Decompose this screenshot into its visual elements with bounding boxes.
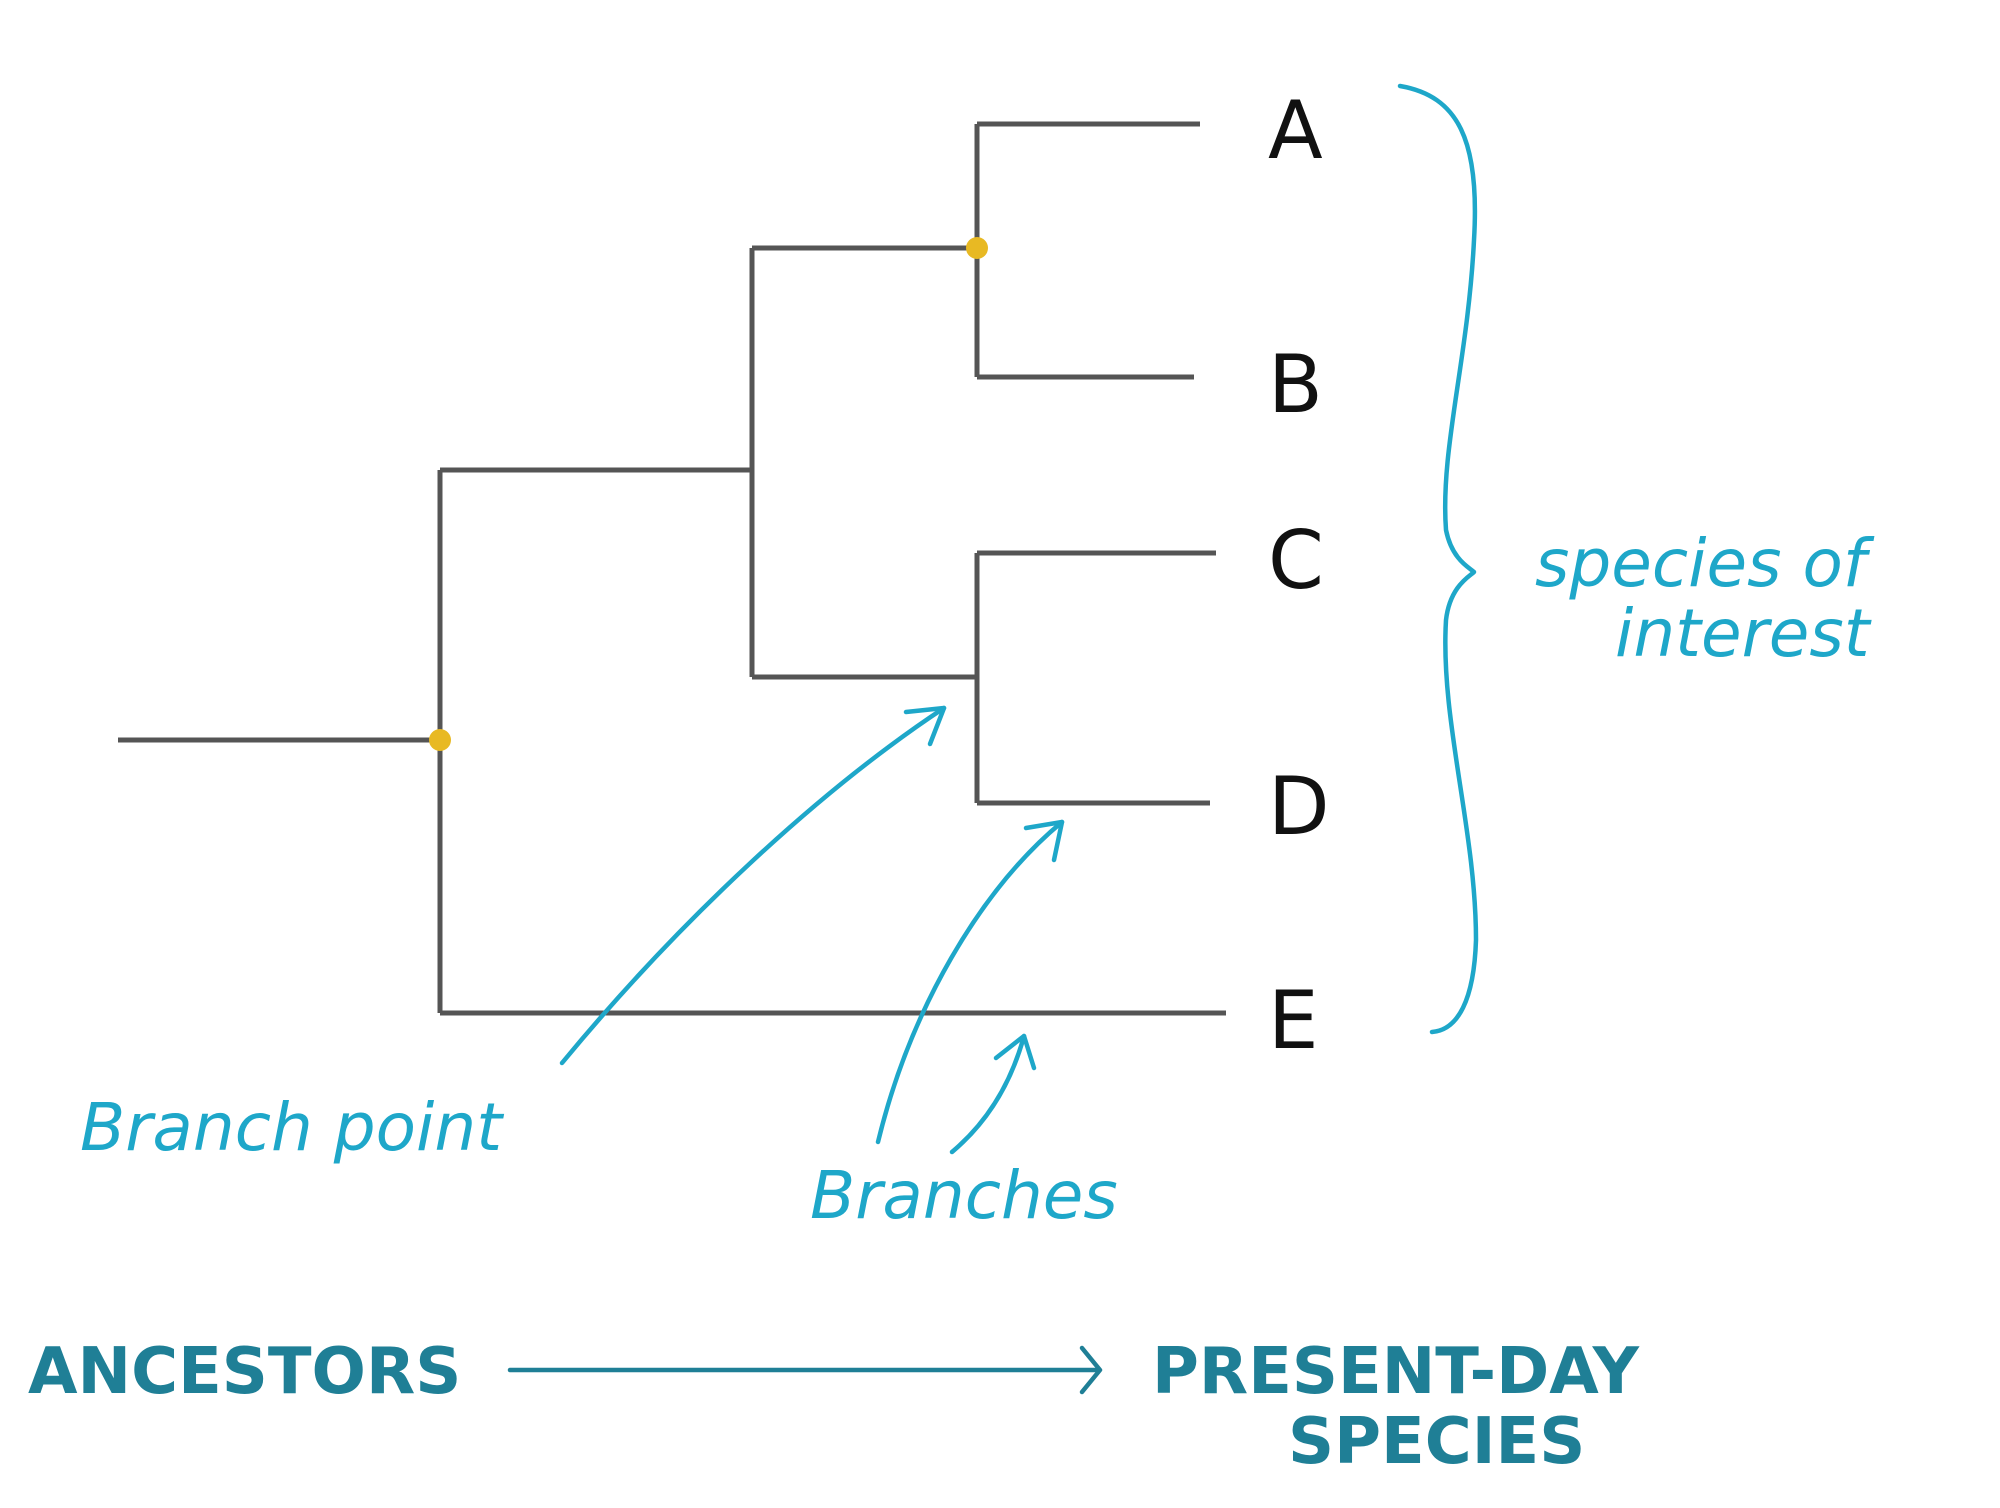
leaf-label-c: C: [1268, 514, 1324, 607]
ancestors-label: ANCESTORS: [28, 1335, 461, 1409]
branches-label: Branches: [810, 1157, 1118, 1234]
present-day-label: PRESENT-DAY: [1152, 1335, 1640, 1409]
branch-point-arrowhead: [903, 705, 947, 747]
branches-arrow-d: [875, 819, 1065, 1145]
branches-arrow-e-head: [993, 1033, 1037, 1071]
time-axis-arrowhead: [1079, 1345, 1103, 1395]
interest-label: interest: [1615, 595, 1872, 672]
branches-arrow-e: [949, 1033, 1027, 1155]
species-brace: [1397, 83, 1479, 1035]
species-label: SPECIES: [1288, 1405, 1585, 1479]
leaf-label-b: B: [1268, 338, 1323, 431]
branch-point-arrow: [559, 705, 947, 1066]
branch-point-label: Branch point: [80, 1089, 504, 1166]
leaf-label-d: D: [1268, 760, 1330, 853]
ab-branch-point: [966, 237, 988, 259]
branches-arrow-d-head: [1023, 819, 1065, 863]
tree-branches: [118, 121, 1226, 1016]
leaf-label-a: A: [1268, 84, 1323, 177]
leaf-label-e: E: [1268, 974, 1319, 1067]
root-branch-point: [429, 729, 451, 751]
species-of-label: species of: [1535, 525, 1875, 602]
